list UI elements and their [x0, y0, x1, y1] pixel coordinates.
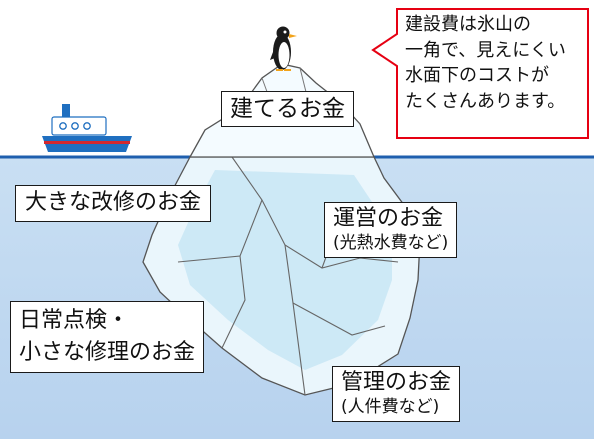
- callout-line-3: 水面下のコストが: [405, 65, 549, 87]
- label-renovation-cost-text: 大きな改修のお金: [25, 190, 202, 215]
- label-management-cost-sub: (人件費など): [341, 396, 440, 417]
- penguin-icon: [270, 26, 297, 71]
- label-build-cost-text: 建てるお金: [230, 96, 345, 122]
- label-maintenance-line-2: 小さな修理のお金: [19, 339, 196, 365]
- callout-line-2: 一角で、見えにくい: [405, 39, 566, 61]
- callout-line-1: 建設費は氷山の: [405, 14, 531, 35]
- label-operation-cost-main: 運営のお金: [333, 206, 444, 231]
- ship-icon: [42, 104, 132, 152]
- label-renovation-cost: 大きな改修のお金: [15, 185, 212, 222]
- label-build-cost: 建てるお金: [221, 91, 354, 128]
- label-operation-cost-sub: (光熱水費など): [333, 232, 449, 253]
- label-management-cost: 管理のお金 (人件費など): [332, 366, 461, 423]
- label-maintenance-line-1: 日常点検・: [19, 308, 130, 333]
- callout-line-4: たくさんあります。: [405, 90, 566, 112]
- label-management-cost-main: 管理のお金: [341, 370, 452, 395]
- callout-text: 建設費は氷山の 一角で、見えにくい 水面下のコストが たくさんあります。: [405, 12, 581, 114]
- label-operation-cost: 運営のお金 (光熱水費など): [324, 202, 458, 259]
- label-maintenance-cost: 日常点検・ 小さな修理のお金: [10, 301, 205, 373]
- callout-bubble: [371, 8, 589, 139]
